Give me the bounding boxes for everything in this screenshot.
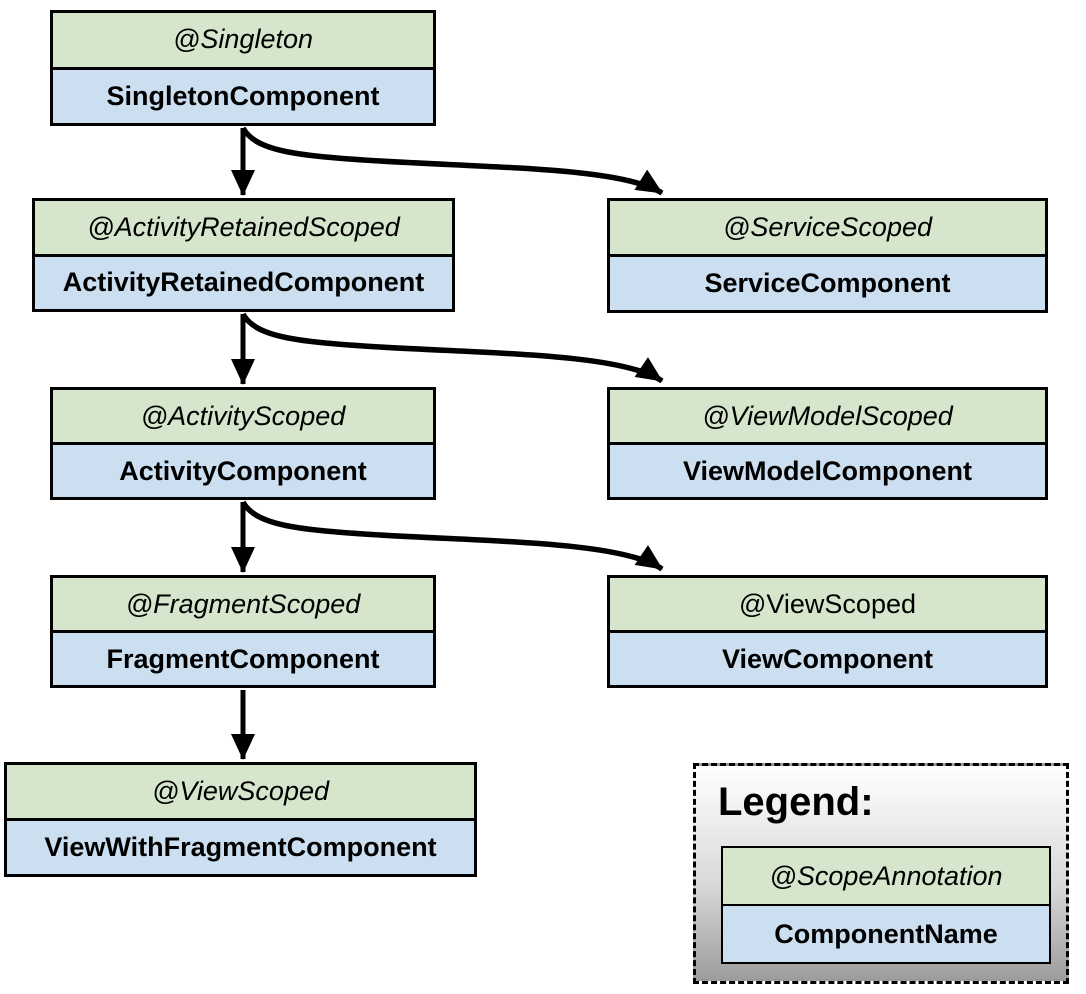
- scope-annotation-label: @ActivityScoped: [53, 390, 433, 442]
- component-name-label: ServiceComponent: [610, 254, 1045, 310]
- node-activity-retained-component: @ActivityRetainedScoped ActivityRetained…: [32, 198, 455, 312]
- legend: Legend: @ScopeAnnotation ComponentName: [693, 763, 1069, 984]
- scope-annotation-label: @FragmentScoped: [53, 578, 433, 630]
- edge-activity-retained-to-view-model: [240, 312, 664, 384]
- scope-annotation-label: @ViewScoped: [610, 578, 1045, 630]
- scope-annotation-label: @Singleton: [53, 13, 433, 67]
- component-name-label: ViewWithFragmentComponent: [7, 818, 474, 874]
- legend-sample-node: @ScopeAnnotation ComponentName: [721, 846, 1051, 964]
- component-name-label: ViewComponent: [610, 630, 1045, 685]
- node-activity-component: @ActivityScoped ActivityComponent: [50, 387, 436, 500]
- node-view-component: @ViewScoped ViewComponent: [607, 575, 1048, 688]
- node-service-component: @ServiceScoped ServiceComponent: [607, 198, 1048, 313]
- component-name-label: FragmentComponent: [53, 630, 433, 685]
- node-fragment-component: @FragmentScoped FragmentComponent: [50, 575, 436, 688]
- scope-annotation-label: @ViewModelScoped: [610, 390, 1045, 442]
- edge-activity-to-view: [240, 500, 664, 572]
- node-view-model-component: @ViewModelScoped ViewModelComponent: [607, 387, 1048, 500]
- node-singleton-component: @Singleton SingletonComponent: [50, 10, 436, 126]
- component-name-label: ActivityRetainedComponent: [35, 253, 452, 309]
- component-name-label: SingletonComponent: [53, 66, 433, 123]
- legend-component-name-label: ComponentName: [723, 904, 1049, 962]
- component-name-label: ViewModelComponent: [610, 442, 1045, 497]
- node-view-with-fragment-component: @ViewScoped ViewWithFragmentComponent: [4, 762, 477, 877]
- component-name-label: ActivityComponent: [53, 442, 433, 497]
- legend-title: Legend:: [718, 780, 874, 824]
- edge-singleton-to-service: [240, 126, 664, 196]
- scope-annotation-label: @ViewScoped: [7, 765, 474, 818]
- legend-scope-annotation-label: @ScopeAnnotation: [723, 848, 1049, 904]
- scope-annotation-label: @ServiceScoped: [610, 201, 1045, 254]
- scope-annotation-label: @ActivityRetainedScoped: [35, 201, 452, 254]
